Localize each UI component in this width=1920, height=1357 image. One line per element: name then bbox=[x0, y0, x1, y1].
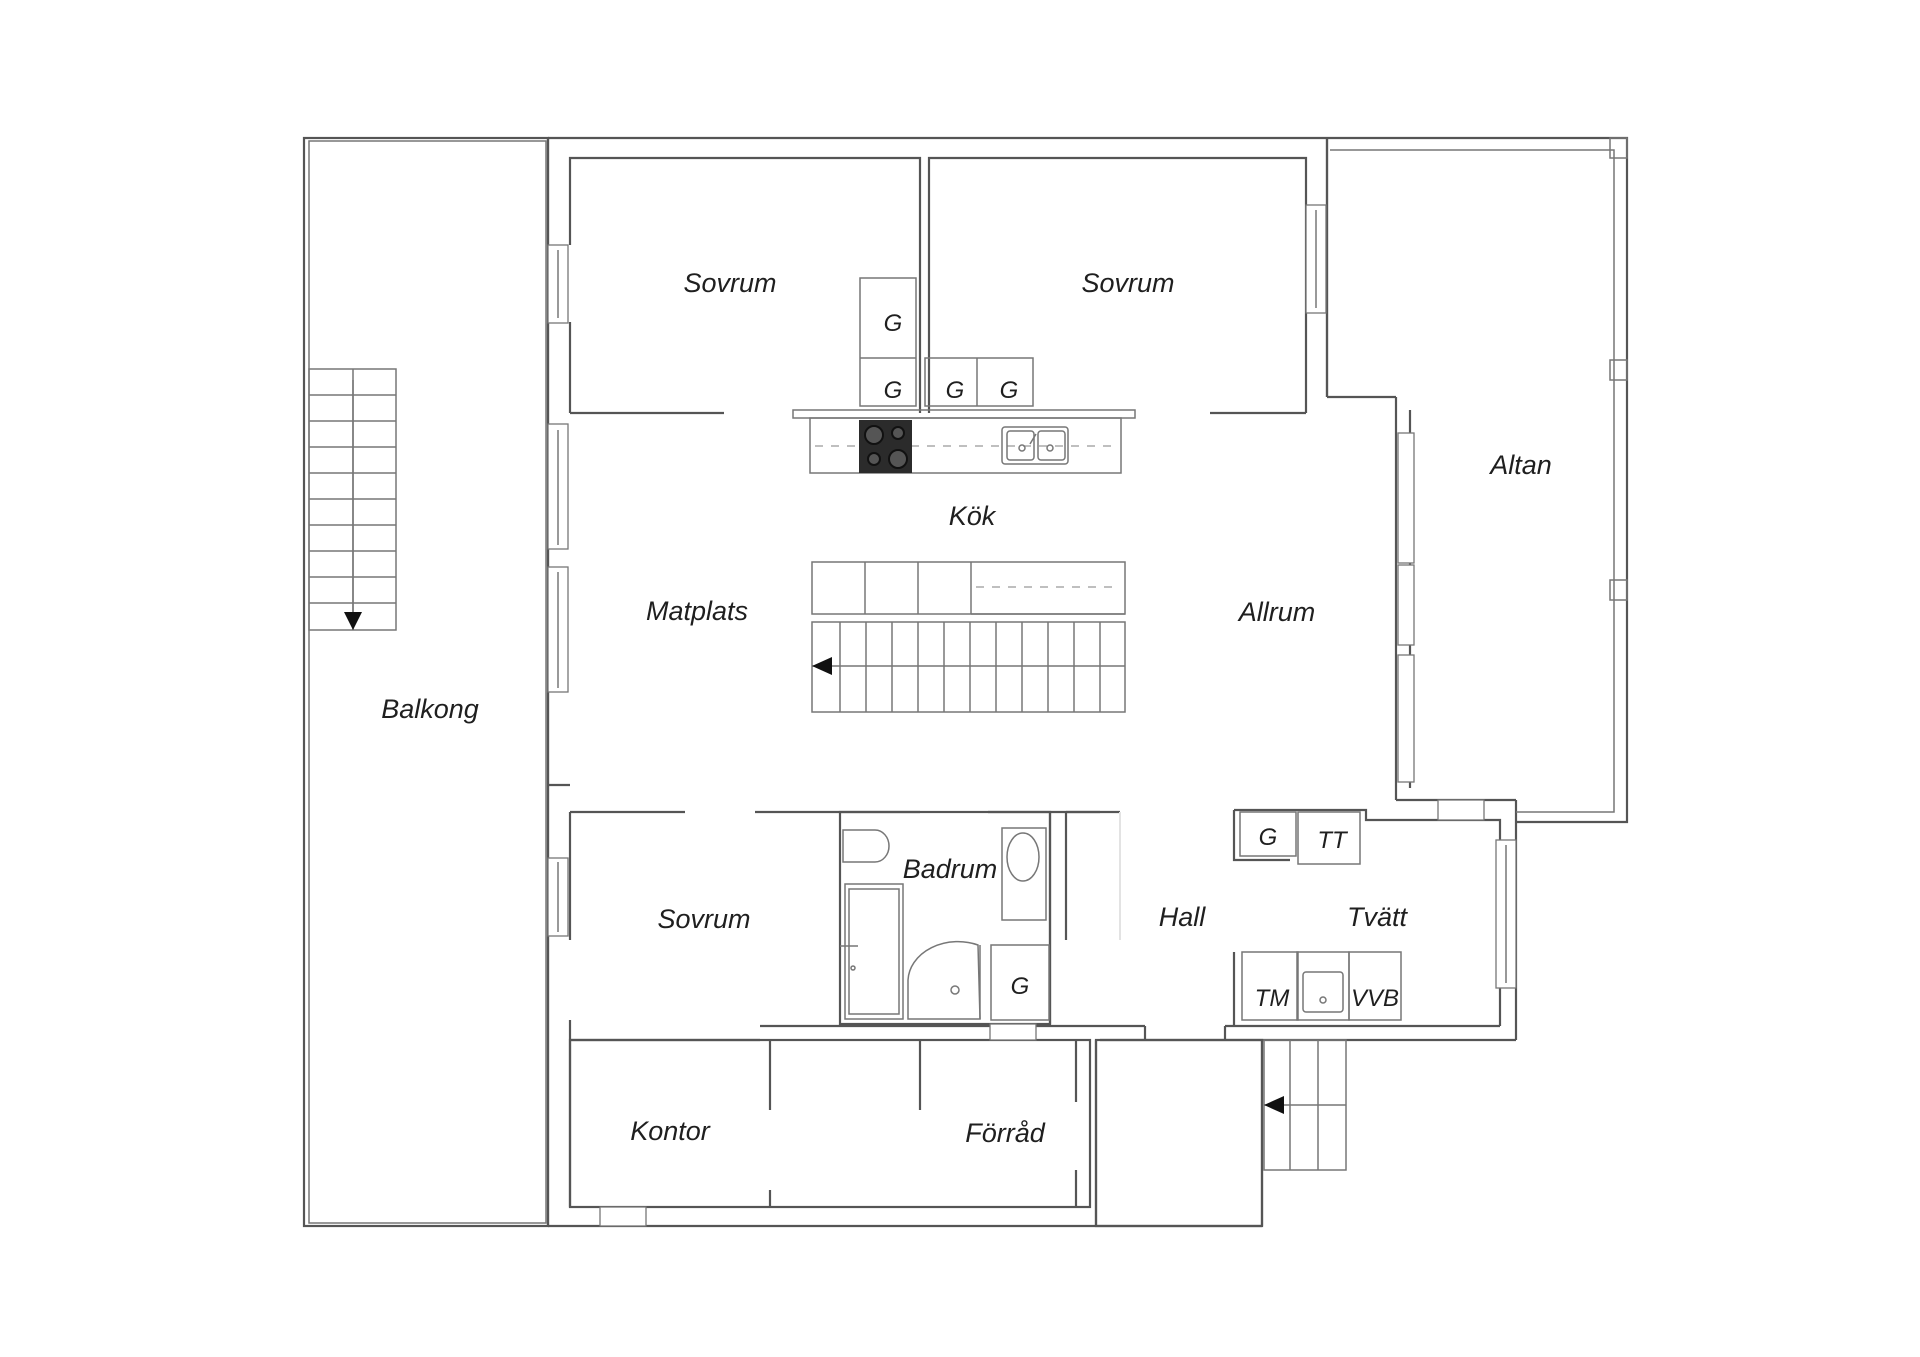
room-labels: Balkong Sovrum Sovrum Kök Matplats Allru… bbox=[381, 268, 1552, 1148]
kitchen-counter bbox=[792, 409, 1136, 474]
bathtub-icon bbox=[844, 883, 904, 1020]
wardrobes bbox=[859, 277, 1034, 407]
fixture-label-wardrobe-upper: G bbox=[884, 310, 903, 337]
room-label-tvatt: Tvätt bbox=[1347, 902, 1409, 932]
balcony bbox=[302, 136, 550, 1228]
room-label-sovrum-bottom: Sovrum bbox=[657, 904, 750, 934]
kitchen-sink-icon bbox=[1001, 426, 1069, 465]
fixture-label-bathroom-wardrobe: G bbox=[1011, 973, 1030, 1000]
room-label-hall: Hall bbox=[1159, 902, 1207, 932]
washbasin-icon bbox=[1006, 832, 1040, 882]
entrance-stairs bbox=[1263, 1039, 1347, 1171]
room-label-allrum: Allrum bbox=[1237, 597, 1316, 627]
fixture-label-wardrobe-right: G bbox=[1000, 377, 1019, 404]
toilet-icon bbox=[842, 829, 890, 863]
shower-icon bbox=[907, 940, 981, 1020]
fixture-label-water-heater: VVB bbox=[1351, 985, 1399, 1012]
bathroom-fixtures bbox=[840, 827, 1050, 1021]
fixture-label-tumble-dryer: TT bbox=[1317, 827, 1349, 854]
entrance-arrow-icon bbox=[1264, 1096, 1284, 1114]
fixture-label-wardrobe-mid: G bbox=[946, 377, 965, 404]
laundry-sink-icon bbox=[1296, 951, 1350, 1021]
room-label-forrad: Förråd bbox=[965, 1118, 1046, 1148]
central-staircase bbox=[811, 561, 1126, 713]
fixture-label-laundry-wardrobe: G bbox=[1259, 824, 1278, 851]
stair-arrow-left-icon bbox=[812, 657, 832, 675]
fixture-labels: G G G G G TT G TM VVB bbox=[884, 310, 1399, 1012]
balcony-stairs bbox=[308, 368, 397, 631]
room-label-sovrum-top-right: Sovrum bbox=[1081, 268, 1174, 298]
room-label-kok: Kök bbox=[949, 501, 997, 531]
fixture-label-washing-machine: TM bbox=[1255, 985, 1290, 1012]
terrace bbox=[1327, 136, 1629, 824]
room-label-sovrum-top-left: Sovrum bbox=[683, 268, 776, 298]
outer-walls bbox=[546, 136, 1518, 1228]
room-label-matplats: Matplats bbox=[646, 596, 748, 626]
stair-down-arrow-icon bbox=[344, 612, 362, 630]
laundry-fixtures bbox=[1239, 811, 1402, 1021]
room-label-altan: Altan bbox=[1488, 450, 1552, 480]
interior-walls bbox=[548, 138, 1502, 1228]
room-label-kontor: Kontor bbox=[630, 1116, 711, 1146]
room-label-badrum: Badrum bbox=[903, 854, 998, 884]
fixture-label-wardrobe-lower: G bbox=[884, 377, 903, 404]
room-label-balkong: Balkong bbox=[381, 694, 479, 724]
windows bbox=[547, 204, 1517, 1227]
